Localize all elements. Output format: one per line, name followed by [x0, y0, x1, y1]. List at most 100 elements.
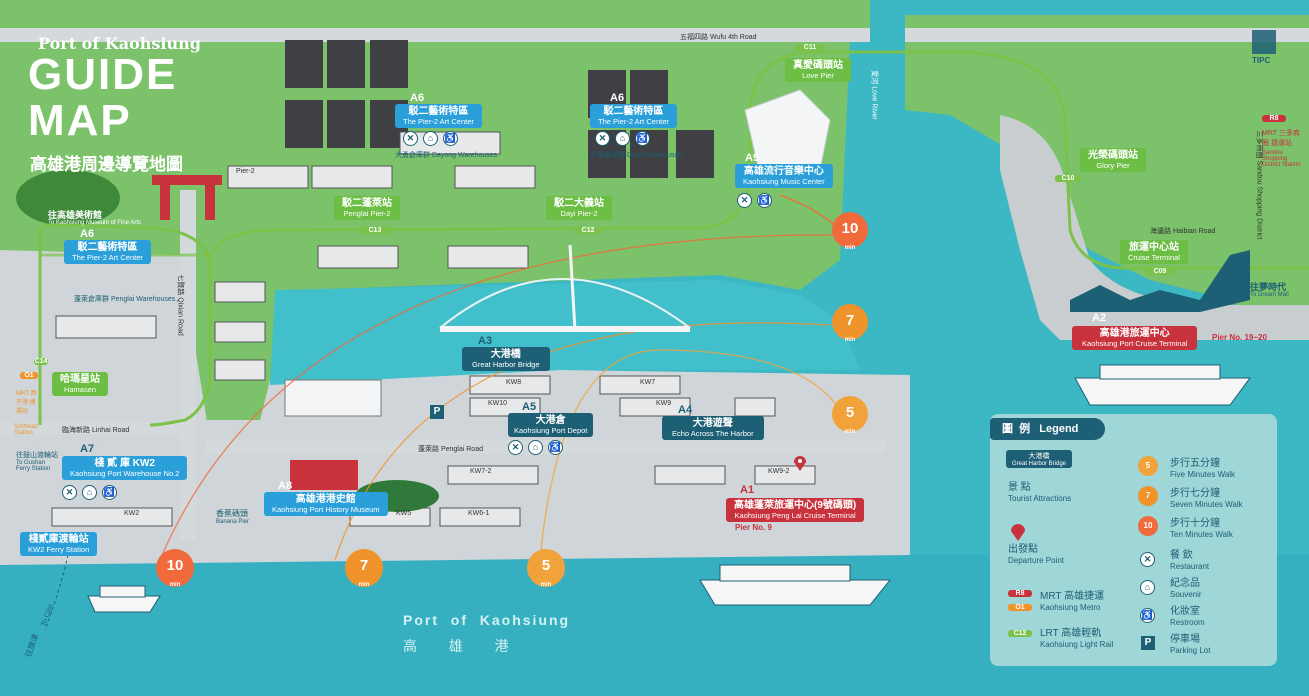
legend-souv-zh: 紀念品: [1170, 578, 1200, 589]
legend-walk5-en: Five Minutes Walk: [1170, 469, 1236, 479]
a6-dayong-zh: 駁二藝術特區: [408, 106, 469, 117]
a5-code: A5: [522, 401, 537, 413]
station-hamasen[interactable]: 哈瑪星站 Hamasen: [52, 372, 108, 397]
souvenir-icon: ⌂: [82, 485, 97, 500]
restroom-icon: ♿: [757, 193, 772, 208]
road-love-river: 愛河 Love River: [870, 70, 878, 120]
building-kw10: KW10: [488, 400, 508, 407]
legend-attraction-sample-en: Great Harbor Bridge: [1012, 461, 1067, 467]
walk-badge-7-north-unit: min: [844, 337, 856, 343]
station-cruise-terminal-zh: 旅運中心站: [1128, 242, 1179, 253]
amenities-port-depot: ✕⌂♿: [508, 440, 563, 455]
legend-title: 圖 例 Legend: [990, 418, 1105, 440]
legend-departure-pin-icon: [1011, 524, 1025, 541]
a4-en: Echo Across The Harbor: [672, 428, 754, 438]
station-dayi-pier2-zh: 駁二大義站: [554, 198, 604, 209]
amenities-music-center: ✕♿: [737, 193, 772, 208]
station-glory-pier-zh: 光榮碼頭站: [1088, 150, 1138, 161]
restroom-icon: ♿: [635, 131, 650, 146]
attraction-a6-dayi[interactable]: 駁二藝術特區 The Pier-2 Art Center: [590, 104, 677, 129]
walk-badge-5-north-num: 5: [845, 404, 855, 421]
attraction-a9[interactable]: 高雄流行音樂中心 Kaohsiung Music Center: [735, 164, 833, 189]
legend-parking-icon: P: [1141, 636, 1155, 650]
lrt-code-c10: C10: [1055, 175, 1081, 182]
legend-departure: 出發點 Departure Point: [1008, 544, 1064, 565]
ferry-station-kw2[interactable]: 棧貳庫渡輪站 KW2 Ferry Station: [20, 532, 98, 557]
banana-pier-en: Banana Pier: [216, 519, 250, 525]
attraction-a3[interactable]: 大港橋 Great Harbor Bridge: [462, 347, 550, 372]
station-dayi-pier2-en: Dayi Pier-2: [560, 208, 598, 218]
a6-dayong-en: The Pier-2 Art Center: [403, 116, 474, 126]
a4-code: A4: [678, 404, 693, 416]
museum-zh: 往高雄美術館: [48, 210, 103, 220]
lrt-code-c13: C13: [360, 227, 390, 234]
legend-walk10-en: Ten Minutes Walk: [1170, 529, 1233, 539]
ferry-boat: [87, 585, 161, 613]
building-kw2: KW2: [124, 510, 140, 517]
legend-walk10-num: 10: [1143, 521, 1153, 530]
station-love-pier[interactable]: 真愛碼頭站 Love Pier: [785, 58, 851, 83]
souvenir-icon: ⌂: [423, 131, 438, 146]
attraction-a1[interactable]: 高雄蓬萊旅運中心(9號碼頭) Kaohsiung Peng Lai Cruise…: [726, 498, 865, 523]
station-love-pier-zh: 真愛碼頭站: [793, 60, 843, 71]
a1-pier: Pier No. 9: [735, 523, 772, 532]
a6-penglai-zh: 駁二藝術特區: [77, 242, 138, 253]
station-penglai-pier2[interactable]: 駁二蓬萊站 Penglai Pier-2: [334, 196, 400, 221]
gushan-en: To Gushan Ferry Station: [16, 460, 51, 472]
legend-walk5-badge: 5: [1138, 456, 1158, 476]
a1-code: A1: [740, 484, 755, 496]
title-top: Port of Kaohsiung: [38, 34, 201, 53]
dream-mall-zh: 往夢時代: [1250, 282, 1287, 292]
road-linhai: 臨海新路 Linhai Road: [62, 427, 130, 434]
port-label-zh: 高 雄 港: [403, 638, 517, 654]
walk-badge-7-south-unit: min: [358, 582, 370, 588]
attraction-a6-dayong[interactable]: 駁二藝術特區 The Pier-2 Art Center: [395, 104, 482, 129]
attraction-a2[interactable]: 高雄港旅運中心 Kaohsiung Port Cruise Terminal: [1072, 326, 1198, 351]
station-hamasen-zh: 哈瑪星站: [60, 374, 100, 385]
land-area-east: [905, 15, 1309, 330]
walk-badge-7-south-num: 7: [359, 557, 369, 574]
port-label-en: Port of Kaohsiung: [403, 612, 571, 628]
departure-pin-icon: [794, 456, 806, 471]
station-cruise-terminal[interactable]: 旅運中心站 Cruise Terminal: [1120, 240, 1188, 265]
lrt-code-c14: C14: [34, 358, 48, 365]
attraction-a5[interactable]: 大港倉 Kaohsiung Port Depot: [508, 413, 594, 438]
legend-walk10: 步行十分鐘 Ten Minutes Walk: [1170, 518, 1233, 539]
legend-lrt-en: Kaohsiung Light Rail: [1040, 639, 1114, 649]
legend-walk7-zh: 步行七分鐘: [1170, 488, 1220, 499]
a6-dayi-sub: 大義倉庫群 Dayi Warehouses: [590, 152, 682, 159]
attraction-a8[interactable]: 高雄港港史館 Kaohsiung Port History Museum: [264, 492, 388, 517]
a3-code: A3: [478, 335, 493, 347]
attraction-a6-penglai[interactable]: 駁二藝術特區 The Pier-2 Art Center: [64, 240, 151, 265]
a3-en: Great Harbor Bridge: [472, 359, 540, 369]
legend-walk10-badge: 10: [1138, 516, 1158, 536]
road-qixian: 七賢路 Qixian Road: [176, 274, 184, 336]
title-guide: GUIDE: [28, 50, 178, 99]
station-glory-pier[interactable]: 光榮碼頭站 Glory Pier: [1080, 148, 1146, 173]
amenities-kw2: ✕⌂♿: [62, 485, 117, 500]
attraction-a4[interactable]: 大港遊聲 Echo Across The Harbor: [662, 416, 764, 441]
station-dayi-pier2[interactable]: 駁二大義站 Dayi Pier-2: [546, 196, 612, 221]
metro-code-o1: O1: [20, 372, 38, 379]
building-kw8: KW8: [506, 379, 522, 386]
legend-walk7-badge: 7: [1138, 486, 1158, 506]
building-kw7-2: KW7-2: [470, 468, 492, 475]
a8-code: A8: [278, 480, 293, 492]
walk-badge-7-south: 7 min: [345, 549, 383, 588]
a8-en: Kaohsiung Port History Museum: [272, 504, 380, 514]
restaurant-icon: ✕: [595, 131, 610, 146]
legend-walk5: 步行五分鐘 Five Minutes Walk: [1170, 458, 1235, 479]
legend-attraction: 景 點 Tourist Attractions: [1008, 482, 1071, 503]
attraction-a7[interactable]: 棧 貳 庫 KW2 Kaohsiung Port Warehouse No.2: [62, 456, 188, 481]
lrt-code-c11: C11: [795, 44, 825, 51]
a4-zh: 大港遊聲: [692, 418, 733, 429]
a7-en: Kaohsiung Port Warehouse No.2: [70, 468, 180, 478]
restroom-icon: ♿: [443, 131, 458, 146]
a6-penglai-sub: 蓬萊倉庫群 Penglai Warehouses: [74, 296, 176, 303]
a5-en: Kaohsiung Port Depot: [514, 425, 588, 435]
restaurant-icon: ✕: [62, 485, 77, 500]
restaurant-icon: ✕: [737, 193, 752, 208]
